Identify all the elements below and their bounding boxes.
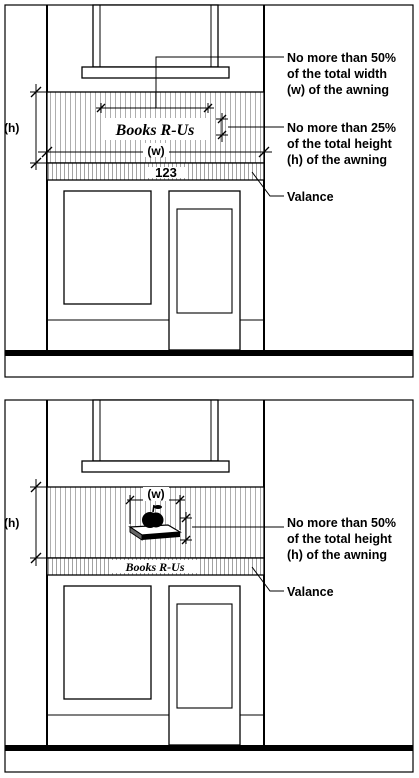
dimension-h-label: (h) [4,516,19,530]
dimension-h-label: (h) [4,121,19,135]
panel-2: Books R-Us (h) (w) [4,399,414,773]
door-glass [176,603,233,709]
window-sill [81,460,230,473]
sidewalk-line [5,350,413,356]
door-glass [176,208,233,314]
display-window [63,585,152,700]
leader-valance [251,566,284,592]
apple-on-book-icon [128,504,182,541]
leader-width [155,56,284,108]
label-width-limit: No more than 50% of the total width (w) … [287,51,400,97]
label-valance: Valance [287,190,334,204]
dimension-w-label: (w) [147,487,164,501]
address-number: 123 [155,165,177,180]
label-valance: Valance [287,585,334,599]
upper-window [92,399,219,462]
label-height-limit: No more than 25% of the total height (h)… [287,121,400,167]
awning-sign-text: Books R-Us [115,122,195,139]
display-window [63,190,152,305]
label-height-limit: No more than 50% of the total height (h)… [287,516,400,562]
sidewalk-line [5,745,413,751]
leader-valance [251,171,284,197]
dimension-w-label: (w) [147,144,164,158]
panel-1: 123 Books R-Us (h) (w) [4,4,414,378]
valance-sign-text: Books R-Us [124,560,184,574]
